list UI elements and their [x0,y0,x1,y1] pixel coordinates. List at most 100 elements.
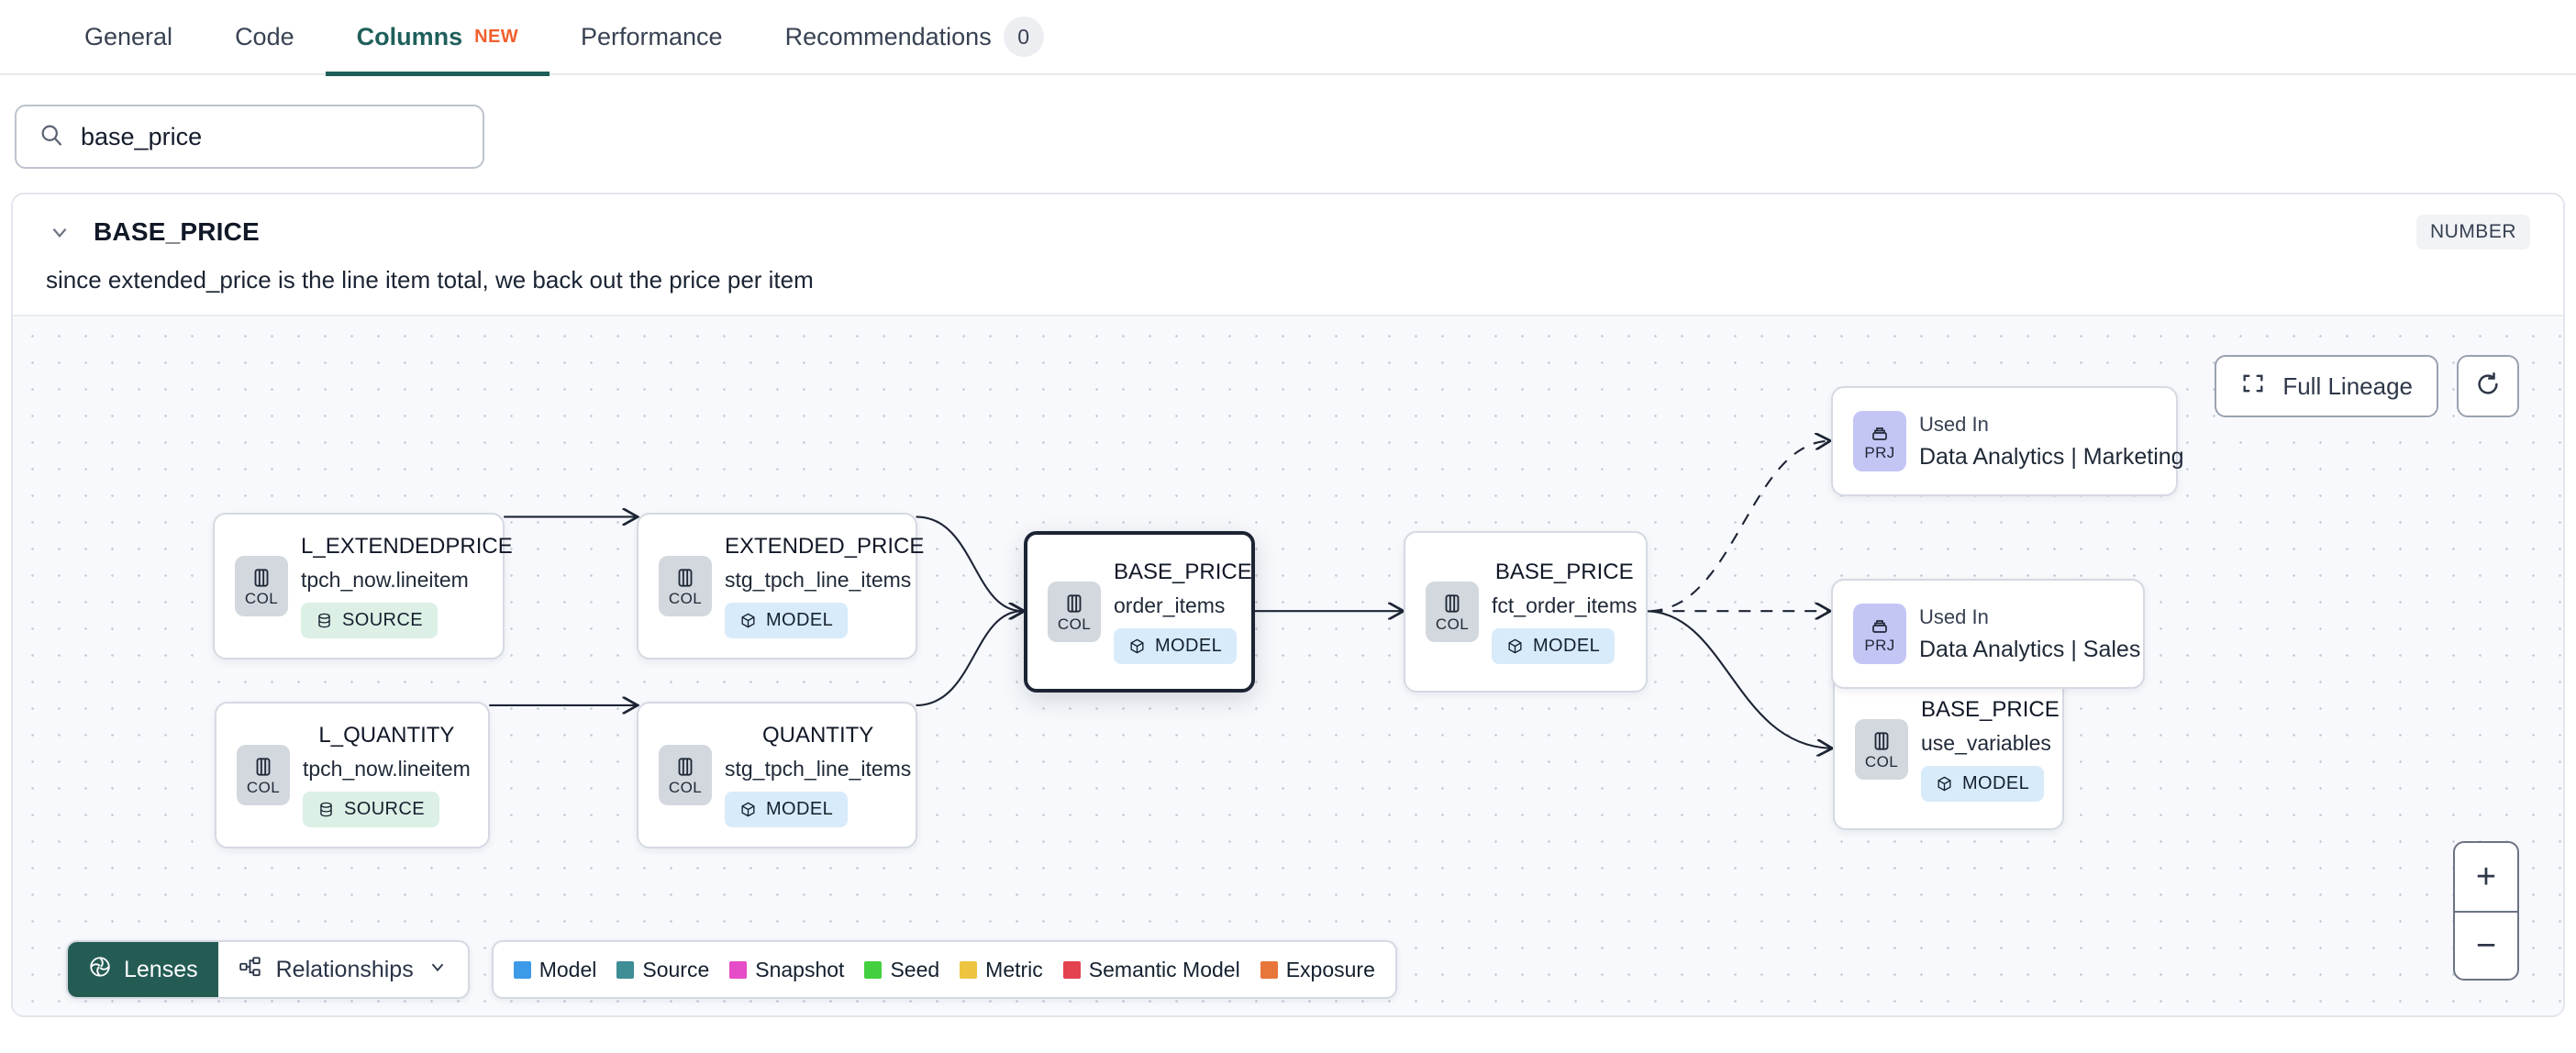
node-kicker: Used In [1919,412,1989,436]
tab-label: Columns [356,22,463,50]
node-body: L_EXTENDEDPRICE tpch_now.lineitem SOURCE [301,534,537,638]
zoom-out-button[interactable]: − [2455,911,2517,979]
pill-label: SOURCE [342,610,423,630]
legend-swatch [864,960,883,979]
node-kind-pill: SOURCE [301,603,438,638]
node-body: BASE_PRICE use_variables MODEL [1921,697,2083,802]
cube-icon [1130,638,1144,654]
node-subtitle: tpch_now.lineitem [301,568,469,592]
node-name: BASE_PRICE [1494,560,1634,584]
prj-icon: PRJ [1853,411,1906,471]
lineage-node-base-price-order-items[interactable]: COL BASE_PRICE order_items MODEL [1024,531,1255,693]
pill-label: MODEL [766,799,834,819]
legend-item-exposure[interactable]: Exposure [1260,958,1375,982]
tab-columns[interactable]: Columns NEW [325,0,550,76]
lineage-node-base-price-fct-order-items[interactable]: COL BASE_PRICE fct_order_items MODEL [1404,531,1648,693]
lineage-node-l-quantity[interactable]: COL L_QUANTITY tpch_now.lineitem SOURCE [215,702,490,848]
node-body: BASE_PRICE order_items MODEL [1114,560,1276,664]
database-icon [320,802,332,817]
search-icon [39,122,64,152]
tab-code[interactable]: Code [204,0,326,74]
lineage-canvas[interactable]: COL L_EXTENDEDPRICE tpch_now.lineitem SO… [13,315,2563,1015]
lineage-legend: Model Source Snapshot Seed Metric [491,940,1397,999]
zoom-controls: + − [2453,841,2519,981]
legend-swatch [1260,960,1278,979]
cube-icon [741,802,755,817]
tab-label: Performance [581,22,723,50]
legend-label: Source [642,957,710,981]
tab-label: Recommendations [784,22,992,50]
col-icon-label: COL [668,779,703,796]
search-input[interactable] [81,122,461,151]
node-kind-pill: SOURCE [303,792,439,827]
lineage-node-extended-price[interactable]: COL EXTENDED_PRICE stg_tpch_line_items M… [637,513,924,660]
node-body: BASE_PRICE fct_order_items MODEL [1492,560,1661,664]
tab-label: General [84,22,173,50]
full-lineage-label: Full Lineage [2282,371,2413,400]
canvas-top-controls: Full Lineage [2215,355,2519,417]
legend-label: Seed [890,957,940,981]
search-box[interactable] [15,105,484,169]
col-icon: COL [235,556,288,616]
full-lineage-button[interactable]: Full Lineage [2215,355,2438,417]
node-name: EXTENDED_PRICE [725,534,925,559]
search-area [0,75,2576,193]
pill-label: MODEL [1533,636,1601,656]
zoom-in-button[interactable]: + [2475,857,2497,896]
legend-swatch [960,960,978,979]
hierarchy-icon [239,955,262,985]
legend-item-model[interactable]: Model [513,957,597,982]
column-panel: BASE_PRICE NUMBER since extended_price i… [11,193,2565,1017]
chevron-down-icon [427,957,448,983]
column-header: BASE_PRICE NUMBER [13,194,2563,249]
node-name: BASE_PRICE [1114,560,1252,584]
legend-swatch [616,960,635,979]
tab-recommendations[interactable]: Recommendations 0 [754,0,1075,74]
lineage-node-base-price-use-variables[interactable]: COL BASE_PRICE use_variables MODEL [1833,669,2064,830]
tab-general[interactable]: General [53,0,204,74]
legend-label: Model [539,957,597,981]
node-kicker: Used In [1919,604,1989,628]
legend-item-snapshot[interactable]: Snapshot [729,958,844,982]
legend-label: Exposure [1285,957,1375,981]
node-kind-pill: MODEL [1921,766,2045,802]
col-icon-label: COL [1864,753,1899,770]
legend-swatch [513,960,531,979]
aperture-icon [88,955,112,985]
col-icon-label: COL [668,590,703,607]
col-icon: COL [1855,719,1908,780]
lineage-node-project-sales[interactable]: PRJ Used In Data Analytics | Sales [1831,579,2145,689]
node-body: Used In Data Analytics | Marketing [1919,413,2208,471]
tab-label: Code [235,22,294,50]
legend-item-source[interactable]: Source [616,958,709,982]
node-project-name: Data Analytics | Sales [1919,636,2141,662]
prj-icon-label: PRJ [1864,444,1895,461]
column-description: since extended_price is the line item to… [46,266,814,294]
pill-label: MODEL [766,610,834,630]
legend-item-metric[interactable]: Metric [960,958,1043,982]
pill-label: SOURCE [344,799,425,819]
chevron-down-icon[interactable] [46,218,73,246]
node-kind-pill: MODEL [1492,628,1616,664]
lineage-node-quantity[interactable]: COL QUANTITY stg_tpch_line_items MODEL [637,702,917,848]
node-subtitle: use_variables [1921,731,2051,755]
legend-swatch [729,960,748,979]
legend-label: Metric [985,957,1043,981]
legend-item-semantic-model[interactable]: Semantic Model [1062,958,1240,982]
tab-bar: General Code Columns NEW Performance Rec… [0,0,2576,76]
lineage-node-l-extendedprice[interactable]: COL L_EXTENDEDPRICE tpch_now.lineitem SO… [213,513,513,660]
refresh-button[interactable] [2457,355,2519,417]
cube-icon [1938,776,1951,792]
node-kind-pill: MODEL [725,603,849,638]
tab-performance[interactable]: Performance [550,0,754,74]
node-subtitle: fct_order_items [1492,593,1638,617]
node-body: QUANTITY stg_tpch_line_items MODEL [725,723,935,827]
node-subtitle: order_items [1114,593,1226,617]
database-icon [318,613,330,628]
legend-item-seed[interactable]: Seed [864,958,939,982]
canvas-bottom-bar: Lenses Relationships [66,940,1397,999]
lenses-button[interactable]: Lenses [68,942,218,997]
relationships-dropdown[interactable]: Relationships [218,942,468,997]
col-icon-label: COL [246,779,281,796]
lineage-node-project-marketing[interactable]: PRJ Used In Data Analytics | Marketing [1831,386,2184,496]
